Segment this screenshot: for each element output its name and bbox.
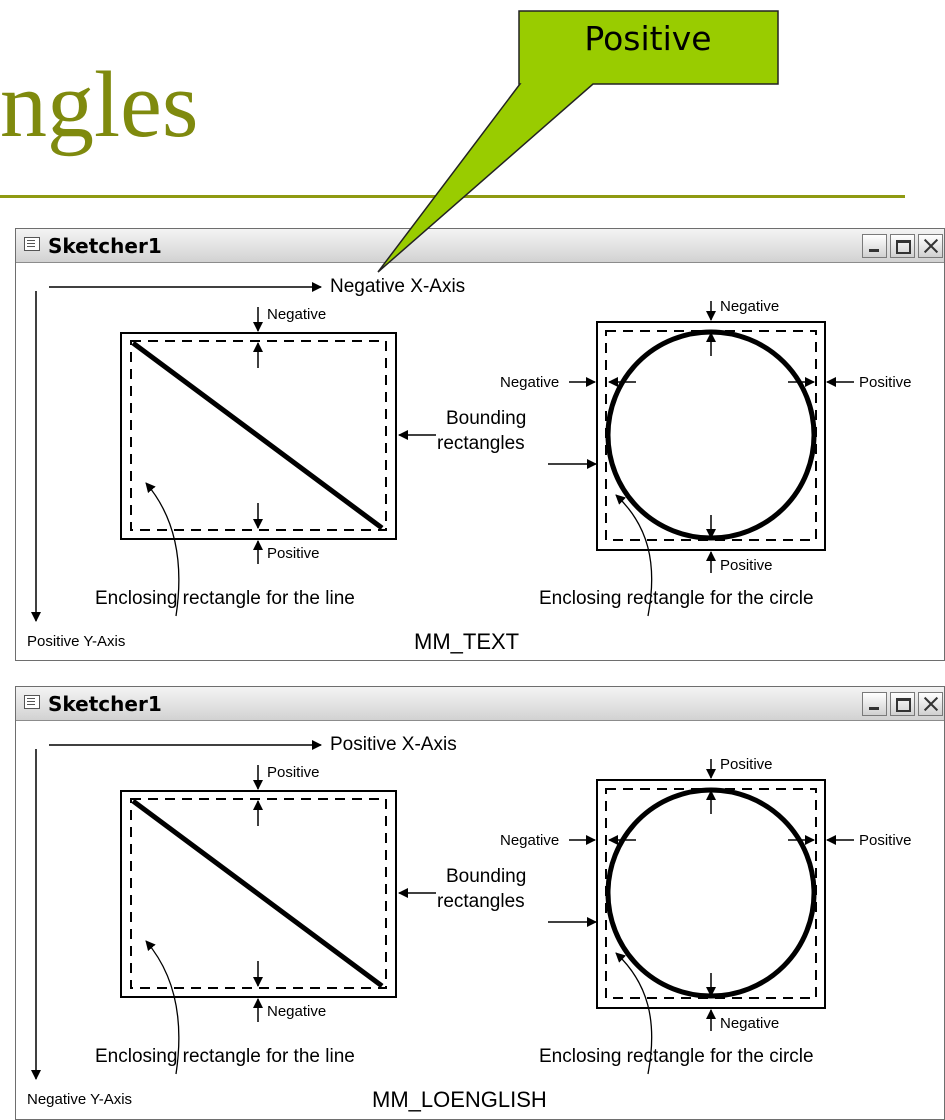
circle-left-label: Negative xyxy=(500,832,560,849)
bounding-label-line2: rectangles xyxy=(437,891,525,912)
circle-enclosing-label: Enclosing rectangle for the circle xyxy=(539,1046,814,1067)
circle-enclosing-pointer xyxy=(615,952,653,1075)
line-enclosing-rect xyxy=(130,340,387,531)
y-axis-label: Positive Y-Axis xyxy=(27,633,126,650)
mapping-mode-label: MM_LOENGLISH xyxy=(372,1087,547,1112)
line-outer-rect xyxy=(120,332,397,540)
mapping-diagram xyxy=(31,282,854,622)
circle-bottom-label: Positive xyxy=(720,557,773,574)
window-titlebar[interactable]: Sketcher1 xyxy=(16,229,944,263)
line-top-label: Positive xyxy=(267,764,320,781)
circle-enclosing-label: Enclosing rectangle for the circle xyxy=(539,588,814,609)
diagonal-line xyxy=(131,340,384,531)
sketcher-window-mm-loenglish: Sketcher1 xyxy=(15,686,945,1120)
sketcher-window-mm-text: Sketcher1 xyxy=(15,228,945,661)
line-enclosing-pointer xyxy=(145,940,180,1075)
window-titlebar[interactable]: Sketcher1 xyxy=(16,687,944,721)
minimize-button[interactable] xyxy=(862,692,887,716)
circle-shape xyxy=(605,329,817,541)
bounding-label: Bounding xyxy=(446,866,527,887)
circle-right-label: Positive xyxy=(859,374,912,391)
circle-shape xyxy=(605,787,817,999)
diagonal-line xyxy=(131,798,384,989)
maximize-button[interactable] xyxy=(890,234,915,258)
app-icon[interactable] xyxy=(24,695,40,709)
maximize-button[interactable] xyxy=(890,692,915,716)
circle-top-label: Positive xyxy=(720,756,773,773)
circle-outer-rect xyxy=(596,779,826,1009)
circle-outer-rect xyxy=(596,321,826,551)
callout-shape xyxy=(377,10,779,273)
line-bottom-label: Positive xyxy=(267,545,320,562)
line-top-label: Negative xyxy=(267,306,327,323)
line-bottom-label: Negative xyxy=(267,1003,327,1020)
callout-text: Positive xyxy=(584,19,712,58)
x-axis-label: Positive X-Axis xyxy=(330,734,457,755)
client-area: Positive X-Axis Negative Y-Axis Positive… xyxy=(16,721,944,1119)
line-enclosing-label: Enclosing rectangle for the line xyxy=(95,588,355,609)
minimize-button[interactable] xyxy=(862,234,887,258)
mapping-diagram xyxy=(31,740,854,1080)
slide-title: ngles xyxy=(0,53,199,157)
x-axis-label: Negative X-Axis xyxy=(330,276,466,297)
circle-bottom-label: Negative xyxy=(720,1015,780,1032)
circle-left-label: Negative xyxy=(500,374,560,391)
positive-callout xyxy=(377,10,779,273)
bounding-label-line2: rectangles xyxy=(437,433,525,454)
close-button[interactable] xyxy=(918,692,943,716)
line-outer-rect xyxy=(120,790,397,998)
mapping-mode-label: MM_TEXT xyxy=(414,629,520,654)
circle-top-label: Negative xyxy=(720,298,780,315)
line-enclosing-pointer xyxy=(145,482,180,617)
close-button[interactable] xyxy=(918,234,943,258)
circle-right-label: Positive xyxy=(859,832,912,849)
line-enclosing-label: Enclosing rectangle for the line xyxy=(95,1046,355,1067)
y-axis-label: Negative Y-Axis xyxy=(27,1091,133,1108)
window-title: Sketcher1 xyxy=(48,234,162,258)
line-enclosing-rect xyxy=(130,798,387,989)
circle-enclosing-pointer xyxy=(615,494,653,617)
app-icon[interactable] xyxy=(24,237,40,251)
bounding-label: Bounding xyxy=(446,408,527,429)
window-title: Sketcher1 xyxy=(48,692,162,716)
client-area: Negative X-Axis Positive Y-Axis Negative… xyxy=(16,263,944,660)
